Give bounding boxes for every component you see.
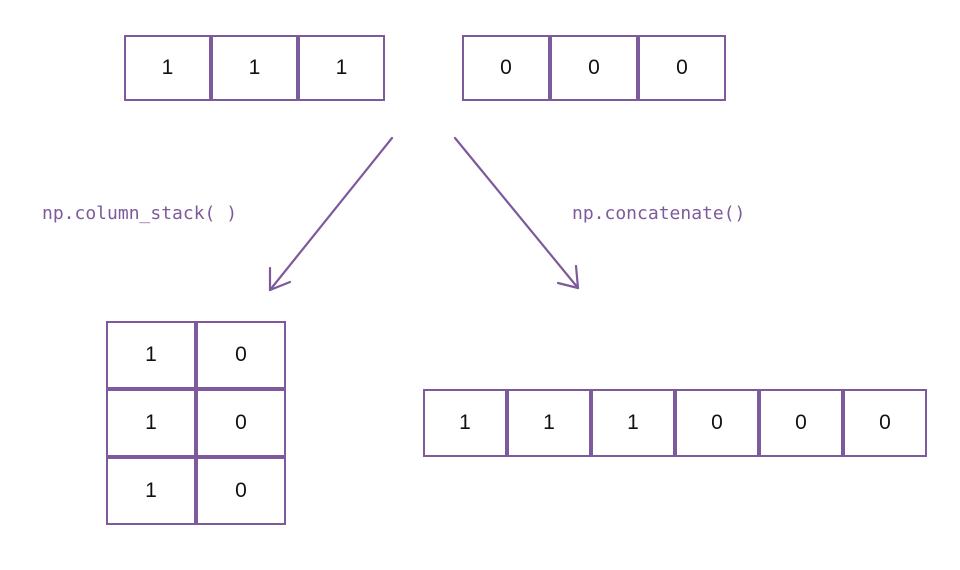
input-array-zeros: 0 0 0 [462,35,726,101]
array-cell: 0 [759,389,843,457]
concatenate-label: np.concatenate() [572,203,746,224]
array-cell: 1 [211,35,298,101]
array-cell: 1 [106,389,196,457]
concatenate-result: 1 1 1 0 0 0 [423,389,927,457]
arrow-to-column-stack [268,136,394,292]
array-cell: 0 [196,389,286,457]
array-cell: 1 [507,389,591,457]
array-cell: 0 [462,35,550,101]
array-cell: 1 [423,389,507,457]
array-cell: 1 [298,35,385,101]
column-stack-result: 1 0 1 0 1 0 [106,321,286,525]
array-cell: 1 [106,457,196,525]
array-cell: 0 [196,321,286,389]
array-cell: 0 [638,35,726,101]
array-cell: 1 [591,389,675,457]
array-cell: 0 [675,389,759,457]
arrow-to-concatenate [453,136,580,290]
array-cell: 0 [196,457,286,525]
array-cell: 1 [124,35,211,101]
input-array-ones: 1 1 1 [124,35,385,101]
array-cell: 0 [550,35,638,101]
array-cell: 1 [106,321,196,389]
array-cell: 0 [843,389,927,457]
column-stack-label: np.column_stack( ) [42,203,238,224]
